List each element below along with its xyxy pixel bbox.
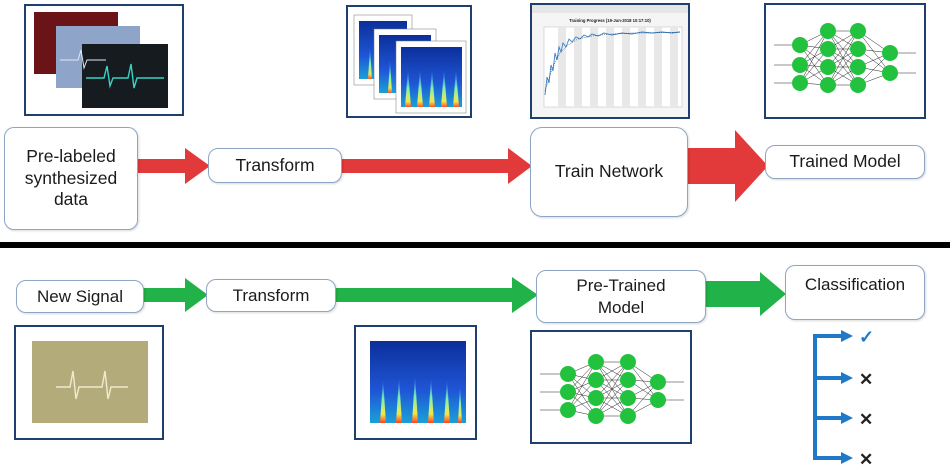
trained-model-box: Trained Model bbox=[765, 145, 925, 179]
synthesized-signals-thumbnail bbox=[24, 4, 184, 116]
classification-label: Classification bbox=[804, 275, 906, 294]
scalogram-stack-thumbnail bbox=[346, 5, 472, 118]
outcome-cross-icon-3: ✕ bbox=[859, 450, 873, 468]
arrow-input-to-transform bbox=[138, 148, 210, 184]
transform-box-top: Transform bbox=[208, 148, 342, 183]
transform-label-top: Transform bbox=[235, 154, 315, 175]
pretrained-model-box: Pre-Trained Model bbox=[536, 270, 706, 323]
arrow-train-to-trained-model bbox=[687, 130, 768, 202]
transform-box-bottom: Transform bbox=[206, 279, 336, 312]
pre-labeled-data-box: Pre-labeled synthesized data bbox=[4, 127, 138, 230]
arrow-transform-to-pretrained bbox=[335, 277, 538, 313]
trained-network-thumbnail bbox=[764, 3, 926, 119]
training-plot-title: Training Progress (19-Jun-2018 10:17:10) bbox=[569, 18, 651, 23]
scalogram-thumbnail bbox=[354, 325, 477, 440]
new-signal-label: New Signal bbox=[37, 286, 123, 306]
training-progress-thumbnail: Training Progress (19-Jun-2018 10:17:10) bbox=[530, 3, 690, 119]
outcome-cross-icon-2: ✕ bbox=[859, 410, 873, 429]
pre-labeled-data-label: Pre-labeled synthesized data bbox=[24, 145, 118, 210]
arrow-pretrained-to-classification bbox=[705, 272, 786, 316]
classification-outcomes: ✓ ✕ ✕ ✕ bbox=[813, 328, 874, 468]
outcome-cross-icon-1: ✕ bbox=[859, 370, 873, 389]
section-divider bbox=[0, 242, 950, 248]
new-signal-thumbnail bbox=[14, 325, 164, 440]
outcome-check-icon: ✓ bbox=[859, 328, 874, 347]
train-network-label: Train Network bbox=[554, 161, 664, 182]
arrow-transform-to-train bbox=[340, 148, 532, 184]
classification-box: Classification bbox=[785, 265, 925, 320]
pretrained-model-label: Pre-Trained Model bbox=[576, 276, 666, 317]
new-signal-box: New Signal bbox=[16, 280, 144, 313]
trained-model-label: Trained Model bbox=[789, 151, 901, 172]
train-network-box: Train Network bbox=[530, 127, 688, 217]
arrow-signal-to-transform bbox=[140, 278, 208, 312]
pretrained-network-thumbnail bbox=[530, 330, 692, 444]
transform-label-bottom: Transform bbox=[232, 285, 310, 305]
